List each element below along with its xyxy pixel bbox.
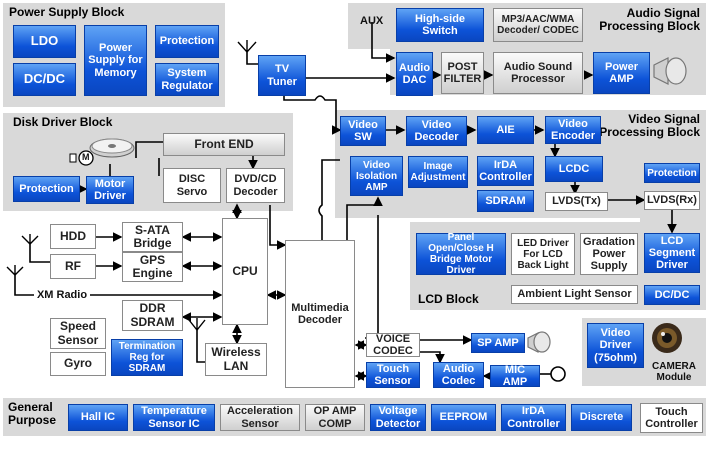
lvds-tx-block[interactable]: LVDS(Tx) bbox=[545, 192, 608, 211]
voltage-detector-block[interactable]: Voltage Detector bbox=[370, 404, 426, 431]
video-isolation-amp-block[interactable]: Video Isolation AMP bbox=[350, 156, 403, 196]
dvd-cd-decoder-block[interactable]: DVD/CD Decoder bbox=[226, 168, 285, 203]
mp3-decoder-block[interactable]: MP3/AAC/WMA Decoder/ CODEC bbox=[493, 8, 583, 42]
high-side-switch-block[interactable]: High-side Switch bbox=[396, 8, 484, 42]
multimedia-decoder-block[interactable]: Multimedia Decoder bbox=[285, 240, 355, 388]
gps-engine-block[interactable]: GPS Engine bbox=[122, 252, 183, 282]
speed-sensor-block[interactable]: Speed Sensor bbox=[50, 318, 106, 349]
disc-servo-block[interactable]: DISC Servo bbox=[163, 168, 221, 203]
video-driver-block[interactable]: Video Driver (75ohm) bbox=[587, 323, 644, 368]
motor-driver-block[interactable]: Motor Driver bbox=[86, 176, 134, 204]
disc-icon bbox=[89, 138, 135, 158]
cpu-block[interactable]: CPU bbox=[222, 218, 268, 325]
lvds-rx-block[interactable]: LVDS(Rx) bbox=[644, 191, 700, 210]
aux-label: AUX bbox=[360, 15, 384, 27]
video-title: Video Signal Processing Block bbox=[599, 112, 700, 139]
disk-protection-block[interactable]: Protection bbox=[13, 176, 80, 202]
tv-tuner-block[interactable]: TV Tuner bbox=[258, 55, 306, 96]
touch-controller-block[interactable]: Touch Controller bbox=[640, 403, 703, 433]
irda-controller-block[interactable]: IrDA Controller bbox=[501, 404, 566, 431]
termination-reg-block[interactable]: Termination Reg for SDRAM bbox=[111, 339, 183, 376]
audio-dac-block[interactable]: Audio DAC bbox=[396, 52, 433, 96]
xm-radio-label: XM Radio bbox=[36, 288, 88, 301]
video-decoder-block[interactable]: Video Decoder bbox=[406, 116, 467, 146]
audio-title: Audio Signal Processing Block bbox=[599, 6, 700, 33]
sp-amp-block[interactable]: SP AMP bbox=[471, 333, 525, 353]
voice-codec-block[interactable]: VOICE CODEC bbox=[366, 333, 420, 357]
wireless-lan-block[interactable]: Wireless LAN bbox=[205, 343, 267, 376]
temperature-sensor-block[interactable]: Temperature Sensor IC bbox=[133, 404, 215, 431]
camera-module-label: CAMERA Module bbox=[652, 361, 696, 383]
ambient-light-sensor-block[interactable]: Ambient Light Sensor bbox=[511, 285, 638, 304]
ldo-block[interactable]: LDO bbox=[13, 25, 76, 58]
microphone-icon bbox=[550, 366, 566, 382]
lcd-dcdc-block[interactable]: DC/DC bbox=[644, 285, 700, 305]
hall-ic-block[interactable]: Hall IC bbox=[68, 404, 128, 431]
antenna-icons bbox=[6, 40, 257, 332]
sata-bridge-block[interactable]: S-ATA Bridge bbox=[122, 222, 183, 252]
power-supply-title: Power Supply Block bbox=[9, 5, 125, 19]
speaker-icons bbox=[527, 57, 687, 353]
video-sdram-block[interactable]: SDRAM bbox=[477, 190, 534, 212]
video-sw-block[interactable]: Video SW bbox=[340, 116, 386, 146]
led-driver-block[interactable]: LED Driver For LCD Back Light bbox=[511, 233, 575, 275]
general-title: General Purpose bbox=[8, 400, 57, 427]
audio-codec-block[interactable]: Audio Codec bbox=[433, 362, 484, 388]
aie-block[interactable]: AIE bbox=[477, 116, 534, 144]
panel-motor-driver-block[interactable]: Panel Open/Close H Bridge Motor Driver bbox=[416, 232, 506, 276]
post-filter-block[interactable]: POST FILTER bbox=[441, 52, 484, 94]
ddr-sdram-block[interactable]: DDR SDRAM bbox=[122, 300, 183, 331]
rf-block[interactable]: RF bbox=[50, 254, 96, 279]
camera-icon bbox=[652, 323, 682, 353]
video-encoder-block[interactable]: Video Encoder bbox=[545, 116, 601, 144]
memory-supply-block[interactable]: Power Supply for Memory bbox=[84, 25, 147, 96]
protection-block[interactable]: Protection bbox=[155, 25, 219, 58]
image-adjustment-block[interactable]: Image Adjustment bbox=[408, 156, 468, 188]
lcdc-block[interactable]: LCDC bbox=[545, 156, 603, 182]
gradation-power-block[interactable]: Gradation Power Supply bbox=[580, 233, 638, 275]
irda-controller-video-block[interactable]: IrDA Controller bbox=[477, 156, 534, 186]
gyro-block[interactable]: Gyro bbox=[50, 352, 106, 376]
motor-m-label: M bbox=[82, 152, 90, 162]
hdd-block[interactable]: HDD bbox=[50, 224, 96, 249]
audio-sound-processor-block[interactable]: Audio Sound Processor bbox=[493, 52, 583, 94]
mic-amp-block[interactable]: MIC AMP bbox=[490, 364, 540, 388]
lcd-segment-driver-block[interactable]: LCD Segment Driver bbox=[644, 233, 700, 273]
lcd-title: LCD Block bbox=[418, 292, 479, 306]
eeprom-block[interactable]: EEPROM bbox=[431, 404, 496, 431]
touch-sensor-block[interactable]: Touch Sensor bbox=[366, 362, 420, 388]
op-amp-block[interactable]: OP AMP COMP bbox=[305, 404, 365, 431]
power-amp-block[interactable]: Power AMP bbox=[593, 52, 650, 94]
discrete-block[interactable]: Discrete bbox=[571, 404, 632, 431]
front-end-block[interactable]: Front END bbox=[163, 133, 285, 156]
system-regulator-block[interactable]: System Regulator bbox=[155, 63, 219, 96]
acceleration-sensor-block[interactable]: Acceleration Sensor bbox=[220, 404, 300, 431]
dcdc-block[interactable]: DC/DC bbox=[13, 63, 76, 96]
lcd-protection-block[interactable]: Protection bbox=[644, 163, 700, 183]
disk-title: Disk Driver Block bbox=[13, 115, 113, 129]
motor-icon bbox=[69, 150, 94, 166]
